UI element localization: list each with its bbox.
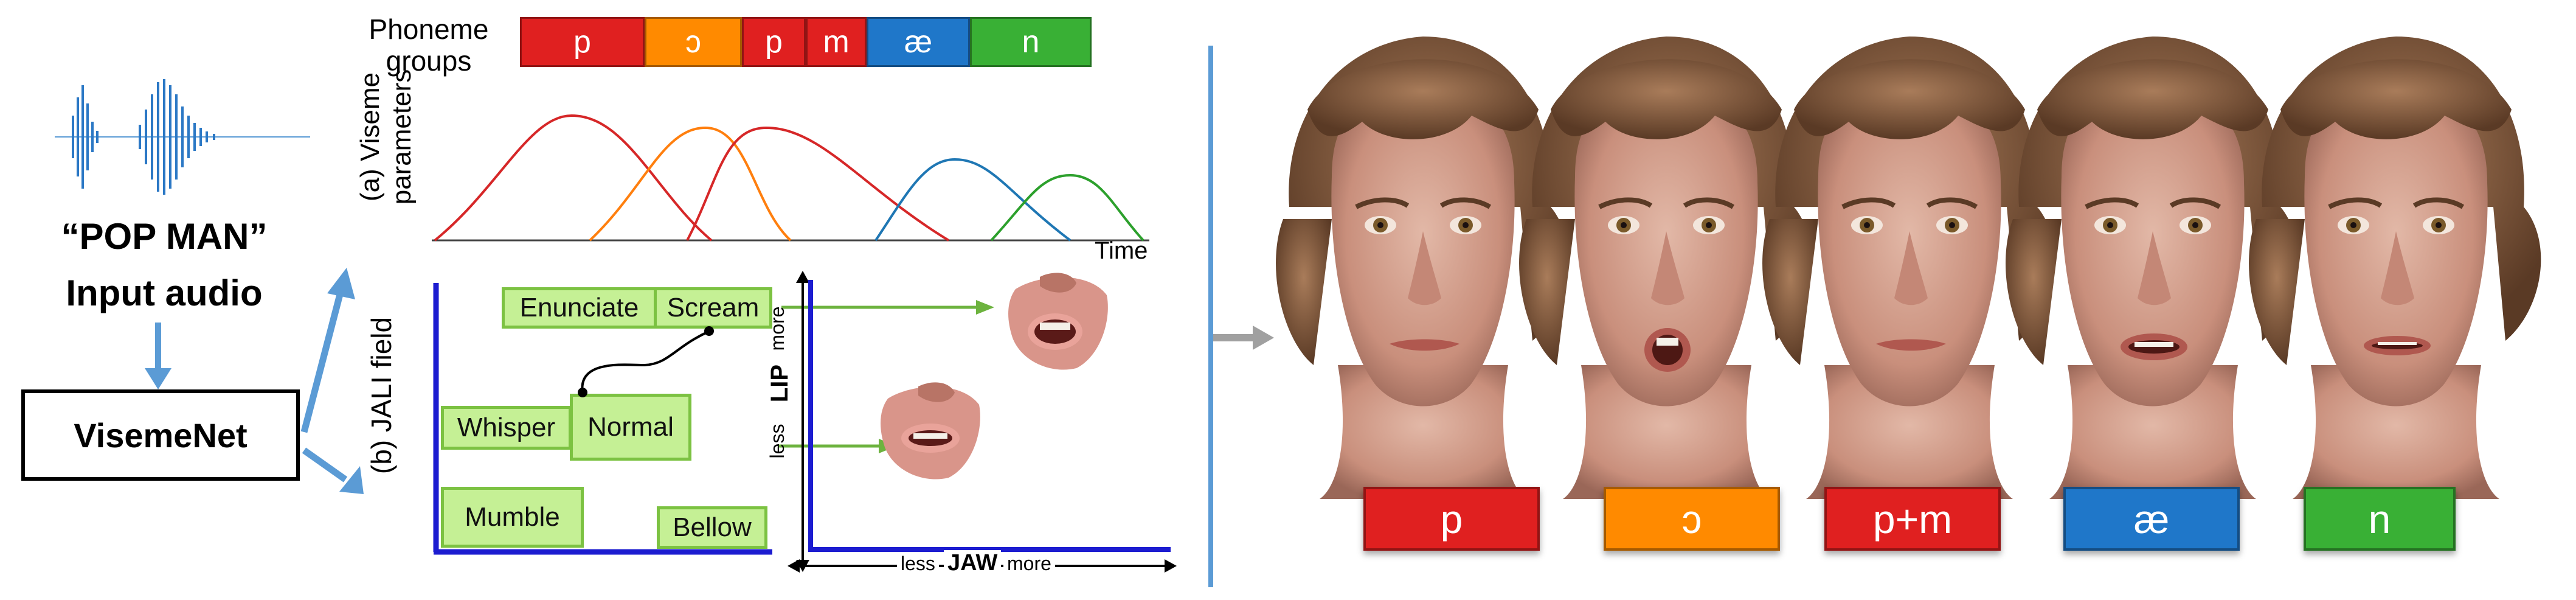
viseme-label-text: p: [1440, 496, 1463, 542]
phoneme-label-line1: Phoneme: [369, 13, 489, 45]
phoneme-box-p2: p: [742, 17, 806, 67]
bellow-box: Bellow: [657, 506, 767, 549]
input-audio-label: Input audio: [66, 273, 263, 313]
phoneme-symbol: p: [765, 24, 783, 60]
viseme-label-open-o: ɔ: [1604, 487, 1780, 551]
phoneme-symbol: æ: [904, 24, 933, 60]
normal-box: Normal: [570, 394, 691, 461]
visemenet-label: VisemeNet: [74, 416, 248, 455]
viseme-parameters-label: (a) Viseme parameters: [355, 43, 428, 231]
curve-p: [434, 114, 713, 242]
viseme-label-text: ɔ: [1681, 496, 1702, 542]
jali-left-axes: [433, 283, 772, 555]
phoneme-box-n: n: [970, 17, 1092, 67]
branch-arrows-icon: [300, 268, 364, 494]
lip-more-label: more: [766, 306, 788, 351]
phoneme-groups-label: Phoneme groups: [353, 13, 505, 77]
jaw-more-label: more: [1003, 553, 1055, 575]
whisper-label: Whisper: [457, 413, 556, 442]
down-arrow-icon: [145, 323, 171, 389]
viseme-label-text: p+m: [1872, 496, 1953, 542]
face-p-m: [1762, 37, 2054, 499]
scream-label: Scream: [667, 293, 760, 323]
viseme-curves-plot: [432, 114, 1149, 242]
viseme-label-n: n: [2304, 487, 2456, 551]
lip-jaw-axes: [788, 271, 1177, 573]
phoneme-symbol: m: [823, 24, 850, 60]
face-renders: [1265, 24, 2572, 499]
viseme-label-text: æ: [2133, 496, 2170, 542]
phoneme-symbol: p: [573, 24, 591, 60]
bellow-label: Bellow: [673, 512, 752, 542]
viseme-label-line2: parameters: [387, 69, 417, 205]
curve-n: [990, 173, 1144, 242]
gray-arrow-icon: [1213, 326, 1274, 350]
viseme-label-ae: æ: [2063, 487, 2240, 551]
jaw-axis-label: JAW: [944, 550, 1002, 576]
visemenet-box: VisemeNet: [21, 389, 300, 481]
mumble-label: Mumble: [465, 502, 560, 532]
phoneme-label-line2: groups: [386, 45, 472, 77]
phoneme-symbol: n: [1022, 24, 1040, 60]
enunciate-label: Enunciate: [519, 293, 639, 323]
whisper-box: Whisper: [441, 406, 572, 450]
viseme-label-text: n: [2368, 496, 2391, 542]
face-p: [1276, 37, 1568, 499]
audio-waveform-icon: [55, 79, 310, 195]
enunciate-box: Enunciate: [502, 287, 657, 329]
mouth-render-normal: [881, 382, 980, 480]
jali-field-label: (b) JALI field: [365, 316, 397, 475]
curve-o: [589, 126, 792, 242]
face-ae: [2006, 37, 2297, 499]
curve-ae: [874, 158, 1072, 242]
normal-to-scream-connector: [578, 326, 714, 397]
curve-pm: [686, 126, 950, 242]
phoneme-box-open-o: ɔ: [645, 17, 742, 67]
normal-label: Normal: [587, 412, 674, 442]
mouth-render-scream: [1008, 273, 1108, 370]
viseme-label-p: p: [1363, 487, 1540, 551]
phoneme-box-p: p: [520, 17, 645, 67]
face-open-o: [1519, 37, 1811, 499]
phoneme-box-m: m: [806, 17, 867, 67]
phoneme-box-ae: æ: [867, 17, 970, 67]
viseme-label-p-m: p+m: [1824, 487, 2001, 551]
viseme-label-line1: (a) Viseme: [355, 72, 385, 201]
section-divider: [1208, 46, 1213, 587]
phoneme-symbol: ɔ: [685, 24, 701, 60]
mumble-box: Mumble: [441, 487, 584, 548]
time-label: Time: [1095, 237, 1148, 264]
scream-box: Scream: [654, 287, 772, 329]
jaw-less-label: less: [897, 553, 939, 575]
input-phrase: “POP MAN”: [61, 216, 268, 257]
face-n: [2249, 37, 2541, 499]
